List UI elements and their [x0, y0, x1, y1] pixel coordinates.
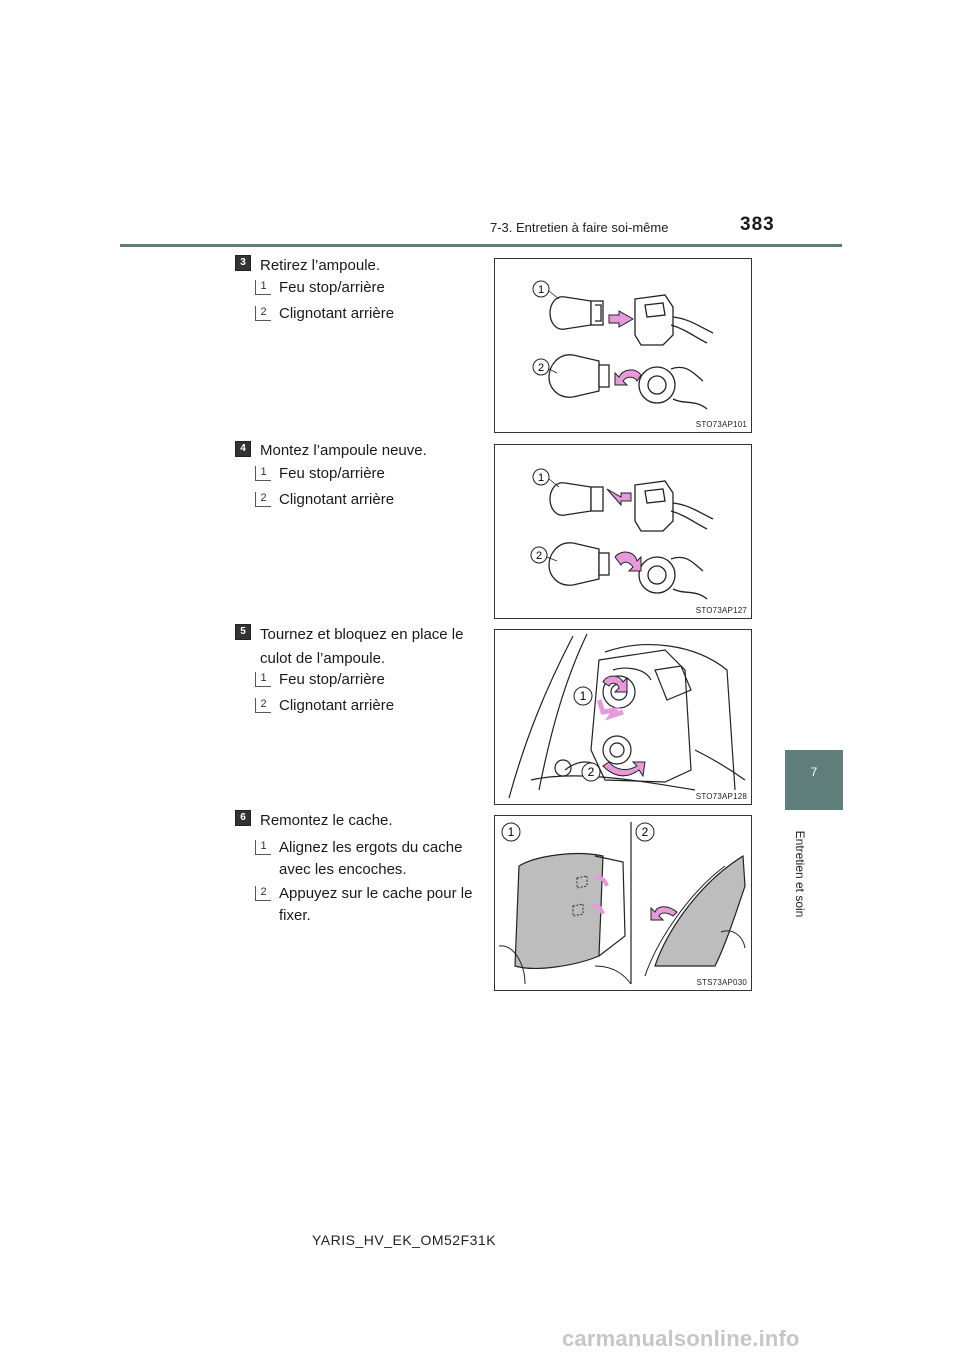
sub-item-text: Clignotant arrière [279, 491, 395, 508]
callout-2: 2 [536, 550, 542, 562]
sub-item-text: Feu stop/arrière [279, 671, 385, 688]
footer-document-code: YARIS_HV_EK_OM52F31K [312, 1232, 497, 1248]
header-section-title: 7-3. Entretien à faire soi-même [490, 220, 669, 235]
chapter-label: Entretien et soin [740, 818, 860, 930]
callout-1: 1 [538, 284, 544, 296]
sub-item-number: 2 [255, 698, 271, 713]
sub-item-number: 1 [255, 466, 271, 481]
cover-refit-illustration: 1 2 [498, 822, 746, 985]
sub-item-number: 2 [255, 306, 271, 321]
callout-2: 2 [642, 825, 649, 839]
header-rule [120, 244, 842, 247]
watermark: carmanualsonline.info [562, 1326, 800, 1351]
chapter-number: 7 [810, 765, 818, 779]
figure-socket-lock: 1 2 STO73AP128 [494, 629, 752, 805]
figure-code: STO73AP101 [695, 420, 747, 429]
callout-1: 1 [508, 825, 515, 839]
figure-cover-refit: 1 2 STS73AP030 [494, 815, 752, 991]
callout-1: 1 [538, 472, 544, 484]
sub-item-text: Clignotant arrière [279, 697, 395, 714]
chapter-label-text: Entretien et soin [793, 830, 807, 918]
figure-code: STO73AP128 [695, 792, 747, 801]
step-number-badge: 4 [235, 441, 251, 457]
bulb-removal-illustration: 1 2 [532, 280, 714, 410]
sub-item-text: Feu stop/arrière [279, 465, 385, 482]
figure-bulb-install: 1 2 STO73AP127 [494, 444, 752, 619]
chapter-tab: 7 [785, 750, 843, 810]
socket-lock-illustration: 1 2 [508, 633, 746, 799]
sub-item-number: 2 [255, 886, 271, 901]
sub-item-number: 2 [255, 492, 271, 507]
sub-item-text-line2: fixer. [279, 907, 311, 924]
sub-item-text-line1: Alignez les ergots du cache [279, 839, 463, 856]
page-number: 383 [740, 214, 775, 235]
bulb-install-illustration: 1 2 [530, 468, 714, 600]
step-text: Remontez le cache. [260, 812, 393, 829]
step-number-badge: 3 [235, 255, 251, 271]
figure-code: STO73AP127 [695, 606, 747, 615]
sub-item-number: 1 [255, 672, 271, 687]
sub-item-text-line1: Appuyez sur le cache pour le [279, 885, 473, 902]
step-number-badge: 5 [235, 624, 251, 640]
step-text-line2: culot de l’ampoule. [260, 650, 386, 667]
callout-2: 2 [538, 362, 544, 374]
step-text: Retirez l’ampoule. [260, 257, 381, 274]
figure-bulb-removal: 1 2 STO73AP101 [494, 258, 752, 433]
step-number-badge: 6 [235, 810, 251, 826]
sub-item-number: 1 [255, 280, 271, 295]
sub-item-text-line2: avec les encoches. [279, 861, 407, 878]
figure-code: STS73AP030 [696, 978, 747, 987]
step-text-line1: Tournez et bloquez en place le [260, 626, 464, 643]
sub-item-number: 1 [255, 840, 271, 855]
step-text: Montez l’ampoule neuve. [260, 442, 427, 459]
sub-item-text: Feu stop/arrière [279, 279, 385, 296]
callout-1: 1 [580, 689, 587, 703]
sub-item-text: Clignotant arrière [279, 305, 395, 322]
callout-2: 2 [588, 765, 595, 779]
